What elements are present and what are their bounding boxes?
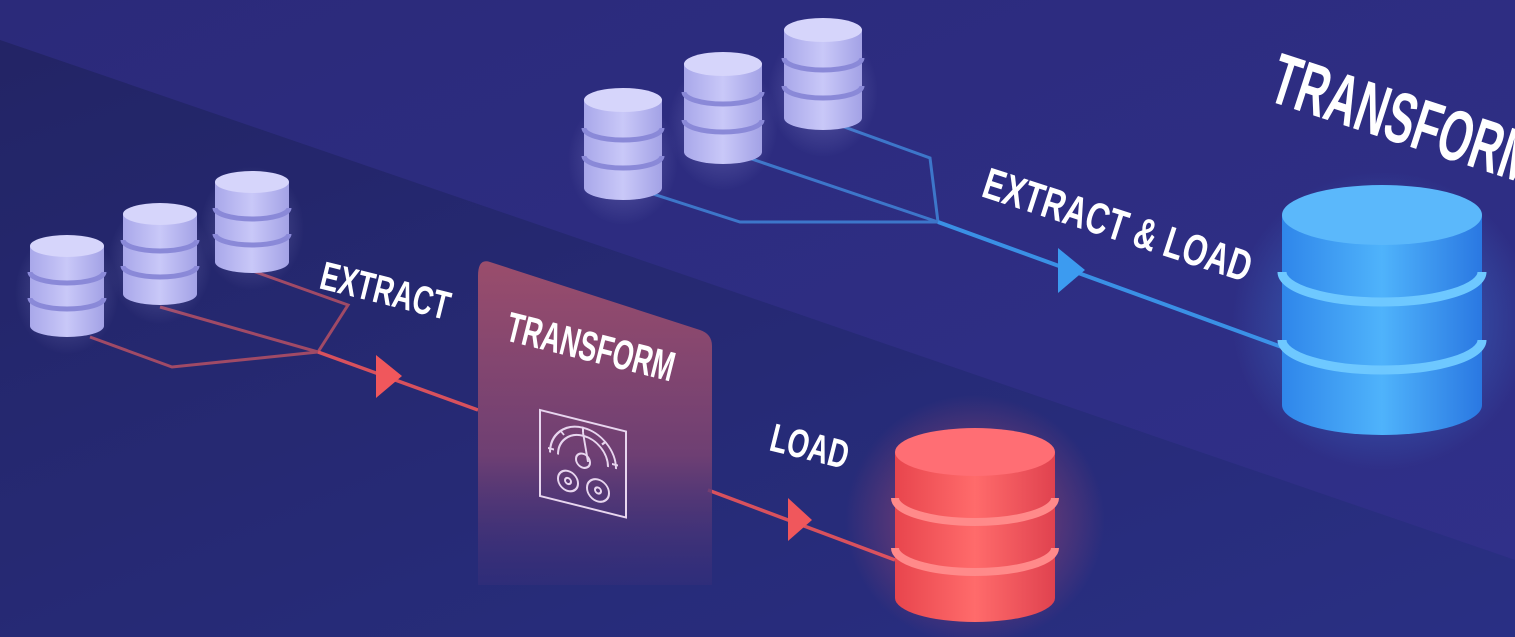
elt-flow-arrow (1058, 248, 1085, 293)
elt-section: EXTRACT & LOAD TRANSFORM (568, 18, 1515, 470)
etl-extract-flow-line (317, 350, 479, 412)
etl-target-warehouse (845, 395, 1105, 637)
etl-load-arrow (788, 498, 812, 541)
elt-target-warehouse (1232, 170, 1515, 470)
elt-source-db-1 (568, 88, 678, 225)
elt-source-db-3 (768, 18, 878, 157)
background-lower-shade (0, 40, 1515, 637)
elt-main-flow-line (937, 220, 1291, 352)
background-lower (0, 40, 1515, 637)
etl-transform-panel: TRANSFORM (478, 261, 712, 585)
elt-source-db-2 (668, 52, 778, 190)
etl-extract-arrow (376, 355, 402, 398)
etl-line-source-1 (89, 335, 319, 369)
etl-source-db-1 (15, 230, 119, 354)
etl-source-db-3 (200, 166, 304, 290)
etl-source-db-2 (108, 200, 212, 324)
gear-icon (539, 408, 627, 519)
etl-line-source-3 (249, 268, 351, 353)
